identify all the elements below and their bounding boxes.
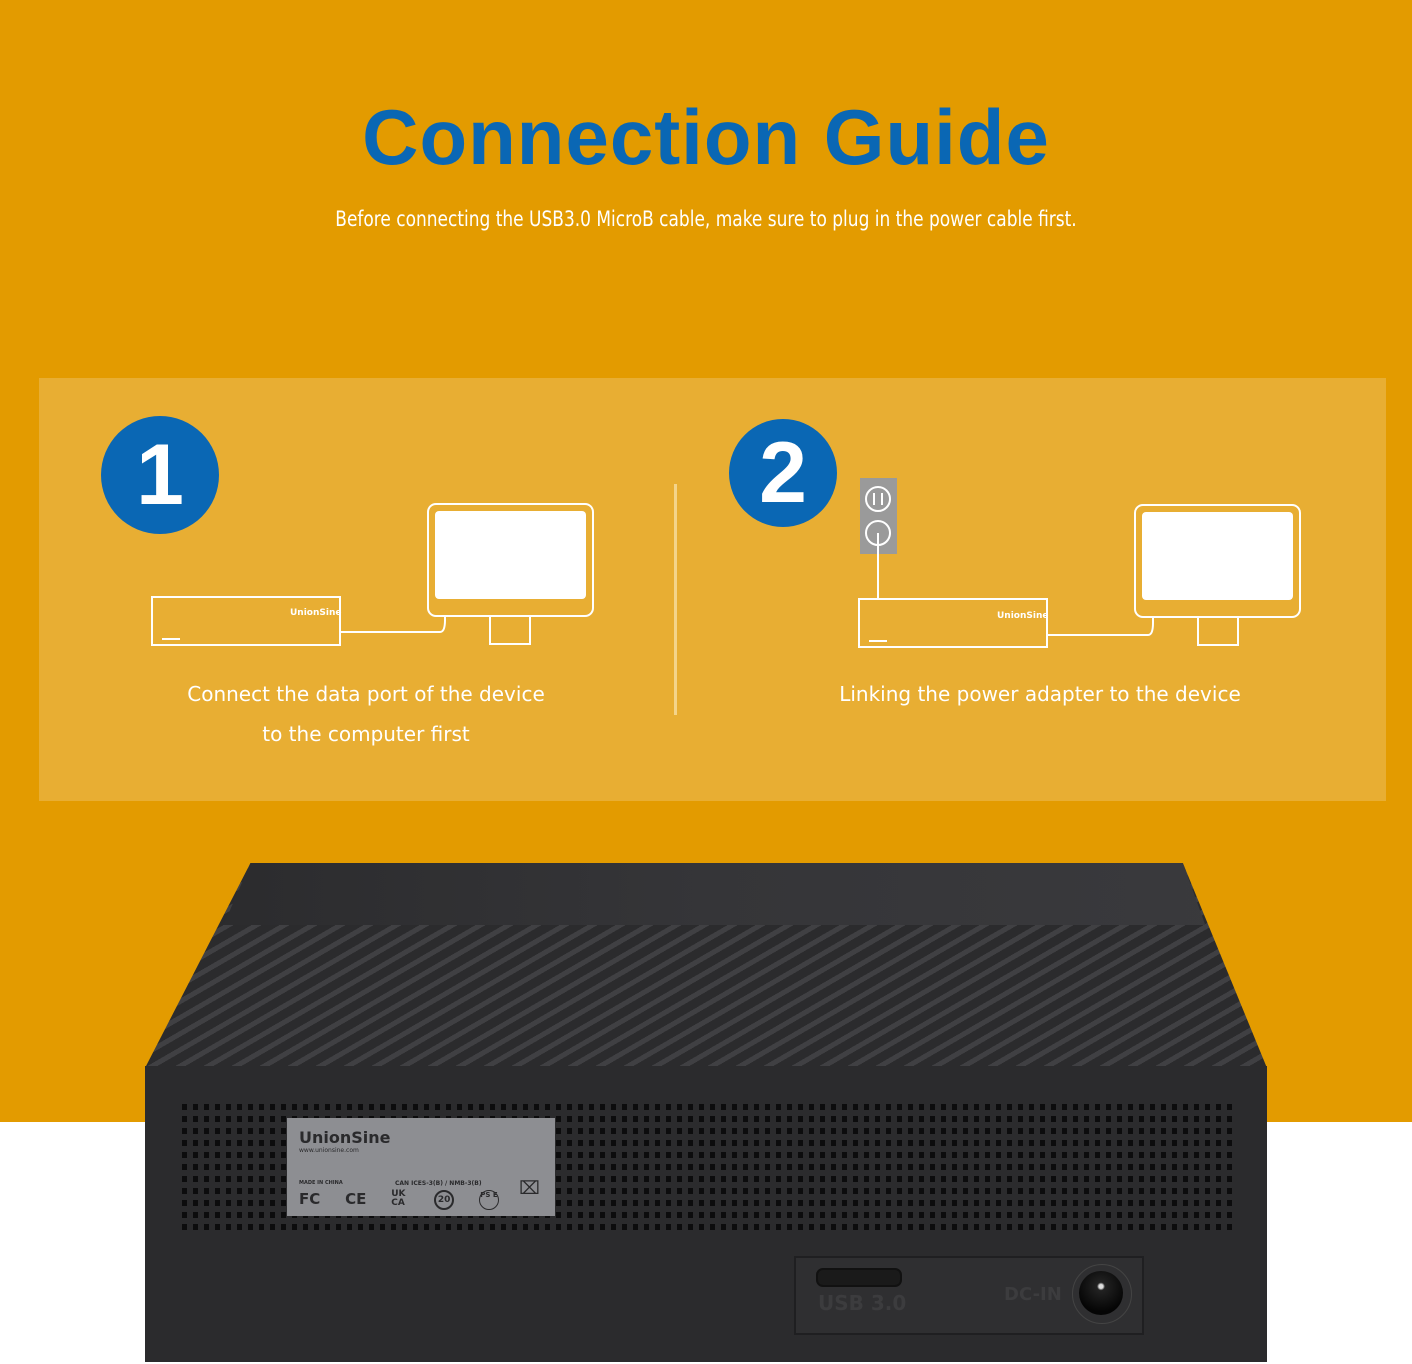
step-2-badge: 2: [729, 419, 837, 527]
label-made-in: MADE IN CHINA: [299, 1180, 343, 1186]
step-1-badge: 1: [101, 416, 219, 534]
usb-label: USB 3.0: [818, 1291, 907, 1315]
port-panel: USB 3.0 DC-IN: [794, 1256, 1144, 1335]
dc-jack-ring: [1072, 1264, 1132, 1324]
pse-mark-icon: PS E: [478, 1190, 499, 1210]
label-brand: UnionSine: [299, 1128, 391, 1147]
device-top-edge: [223, 863, 1206, 925]
device-brand: UnionSine: [997, 611, 1048, 621]
epup-20-icon: 20: [434, 1190, 455, 1210]
step-1-illustration: UnionSine: [151, 503, 594, 646]
dc-in-jack: [1079, 1271, 1123, 1315]
weee-bin-icon: ⌧: [519, 1178, 540, 1199]
usb-microb-port: [816, 1268, 902, 1287]
step-2-illustration: UnionSine: [858, 478, 1301, 648]
ce-mark-icon: CE: [345, 1190, 367, 1208]
fcc-mark-icon: FC: [299, 1190, 321, 1208]
device-label: UnionSine www.unionsine.com MADE IN CHIN…: [287, 1118, 555, 1216]
label-website: www.unionsine.com: [299, 1147, 359, 1154]
subtitle: Before connecting the USB3.0 MicroB cabl…: [335, 207, 1077, 231]
device-brand: UnionSine: [290, 608, 341, 618]
dc-in-label: DC-IN: [1004, 1284, 1062, 1305]
step-1-caption: Connect the data port of the device to t…: [140, 674, 592, 754]
caption-line: to the computer first: [262, 722, 470, 746]
divider: [674, 484, 677, 715]
caption-line: Connect the data port of the device: [187, 682, 545, 706]
step-2-caption: Linking the power adapter to the device: [839, 682, 1241, 706]
label-compliance: CAN ICES-3(B) / NMB-3(B): [395, 1180, 482, 1187]
page-title: Connection Guide: [362, 93, 1050, 181]
ukca-mark-icon: UK CA: [391, 1189, 406, 1208]
